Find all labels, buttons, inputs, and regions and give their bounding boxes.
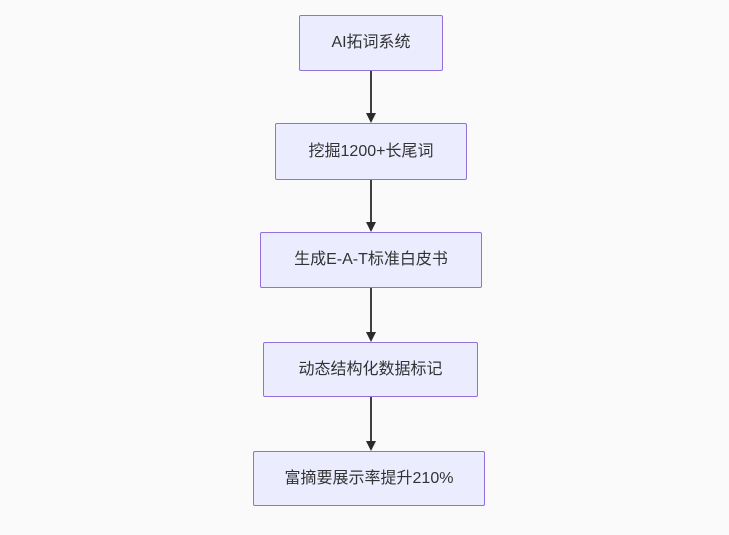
- flow-node-label: AI拓词系统: [331, 34, 411, 52]
- flow-node-eat-whitepaper: 生成E-A-T标准白皮书: [260, 232, 482, 288]
- flow-arrow-2: [365, 180, 376, 232]
- flow-node-label: 富摘要展示率提升210%: [284, 469, 454, 487]
- arrow-line: [369, 397, 372, 441]
- arrow-line: [369, 180, 372, 222]
- flow-node-longtail-mining: 挖掘1200+长尾词: [275, 123, 467, 180]
- flow-arrow-3: [365, 288, 376, 342]
- arrowhead-down-icon: [365, 441, 376, 451]
- arrowhead-down-icon: [365, 222, 376, 232]
- flow-arrow-4: [365, 397, 376, 451]
- flow-arrow-1: [365, 71, 376, 123]
- arrowhead-down-icon: [365, 113, 376, 123]
- flow-node-rich-snippet-uplift: 富摘要展示率提升210%: [253, 451, 485, 506]
- flow-node-label: 动态结构化数据标记: [298, 360, 443, 378]
- arrowhead-down-icon: [365, 332, 376, 342]
- flow-node-ai-word-expansion: AI拓词系统: [299, 15, 443, 71]
- flow-node-structured-data-markup: 动态结构化数据标记: [263, 342, 478, 397]
- flow-node-label: 挖掘1200+长尾词: [308, 142, 434, 160]
- arrow-line: [369, 71, 372, 113]
- flow-node-label: 生成E-A-T标准白皮书: [294, 251, 448, 269]
- arrow-line: [369, 288, 372, 332]
